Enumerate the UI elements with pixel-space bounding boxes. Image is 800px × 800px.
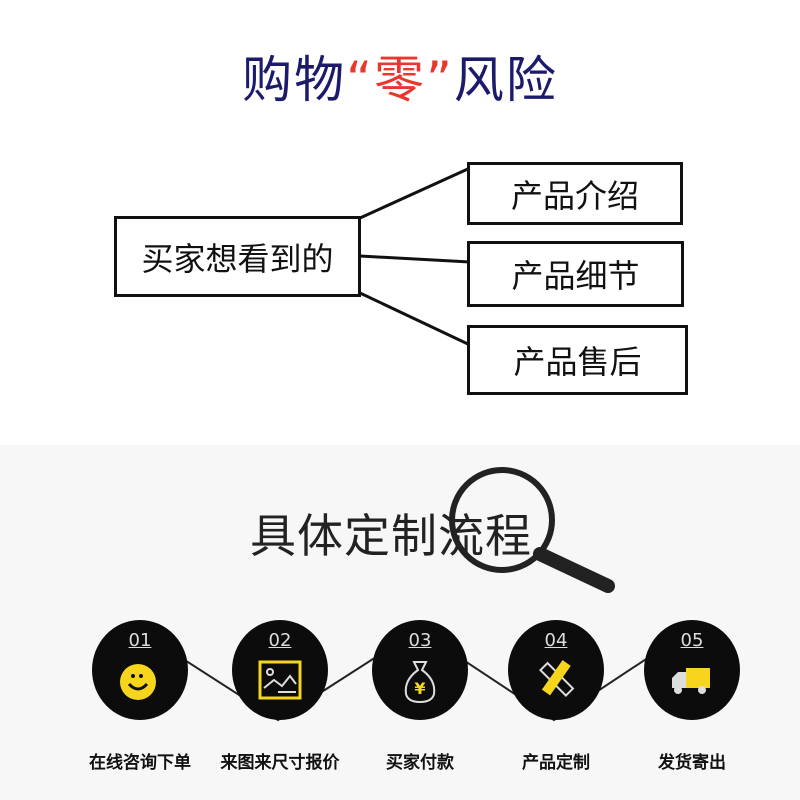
process-step-3: 03 ¥ 买家付款 [370,620,470,773]
image-icon [258,660,302,700]
step-label: 产品定制 [522,753,590,773]
quote-close: ” [426,51,454,109]
step-number: 02 [268,630,292,651]
step-label: 来图来尺寸报价 [220,753,340,773]
quote-open: “ [346,51,374,109]
process-title: 具体定制流程 [250,509,532,563]
title-part1: 购物 [242,51,347,109]
title-highlight: “零” [346,51,454,109]
smiley-icon [120,664,156,700]
page-title: 购物“零”风险 [0,40,800,112]
process-step-2: 02 来图来尺寸报价 [221,620,340,773]
title-part2: 风险 [453,51,558,109]
step-label: 买家付款 [386,753,454,773]
money-bag-icon: ¥ [404,661,436,704]
mindmap-branch-details: 产品细节 [467,241,684,307]
mindmap-connectors [359,166,471,347]
mindmap-branch-intro: 产品介绍 [467,162,683,225]
highlight-word: 零 [374,51,426,109]
step-label: 发货寄出 [658,753,726,773]
process-step-1: 01 在线咨询下单 [89,620,191,773]
step-label: 在线咨询下单 [89,753,191,773]
process-step-4: 04 产品定制 [506,620,606,773]
process-step-5: 05 发货寄出 [642,620,742,773]
delivery-truck-icon [672,668,710,694]
mindmap-root: 买家想看到的 [114,216,361,297]
step-number: 05 [680,630,704,651]
mindmap-branch-aftersales: 产品售后 [467,325,688,395]
step-number: 04 [544,630,568,651]
pencil-ruler-icon [539,660,575,697]
step-number: 01 [128,630,152,651]
svg-text:¥: ¥ [414,679,425,698]
step-number: 03 [408,630,432,651]
